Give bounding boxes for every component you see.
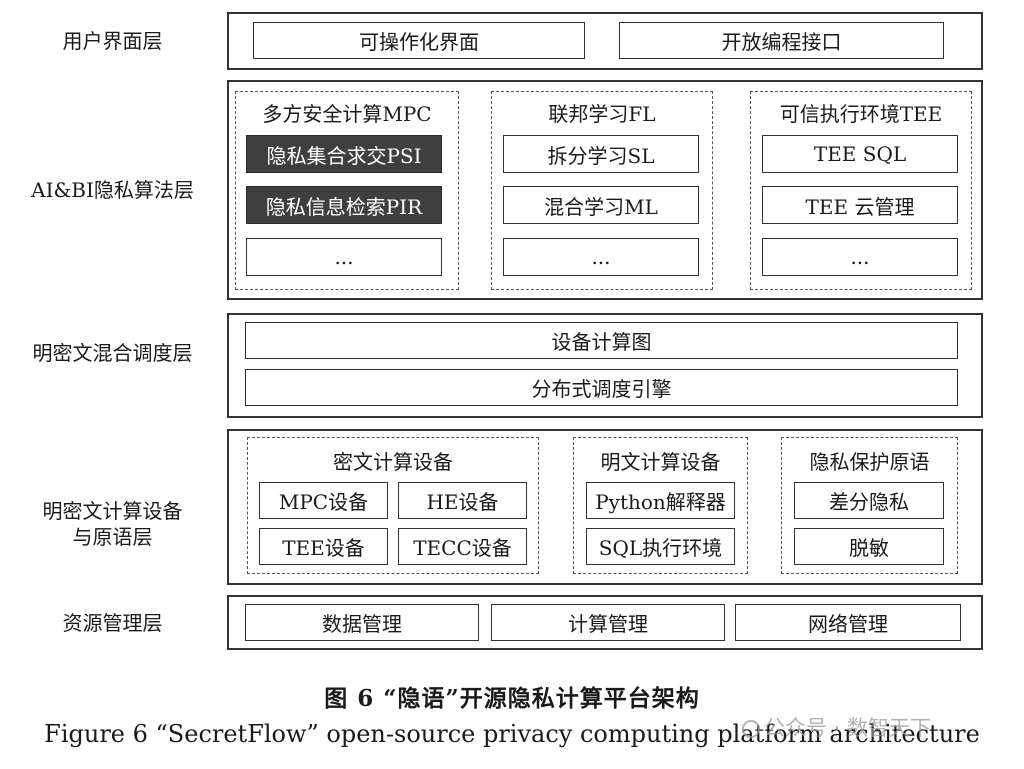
tee-more-box: ... [762,238,958,276]
watermark: 公众号 · 数智天下 [742,712,931,742]
layer-label-device: 明密文计算设备 与原语层 [42,499,183,549]
group-fl [491,91,713,290]
tecc-device-box: TECC设备 [398,528,527,565]
group-tee-title: 可信执行环境TEE [779,102,943,126]
data-management-box: 数据管理 [245,604,479,641]
python-interpreter-box: Python解释器 [586,482,735,519]
layer-label-resource: 资源管理层 [62,611,163,635]
distributed-scheduler-box: 分布式调度引擎 [245,369,958,406]
split-learning-box: 拆分学习SL [503,135,699,173]
watermark-text: 公众号 · 数智天下 [764,716,932,740]
he-device-box: HE设备 [398,482,527,519]
mpc-more-box: ... [246,238,442,276]
wechat-icon [742,720,760,738]
group-tee [750,91,972,290]
caption-english: Figure 6 “SecretFlow” open-source privac… [44,720,980,748]
group-privacy-primitives [781,437,958,574]
caption-chinese: 图 6 “隐语”开源隐私计算平台架构 [324,685,700,712]
network-management-box: 网络管理 [735,604,961,641]
layer-label-ui: 用户界面层 [62,29,163,53]
group-plaintext-devices [573,437,748,574]
open-api-box: 开放编程接口 [619,22,944,59]
fl-more-box: ... [503,238,699,276]
mpc-device-box: MPC设备 [259,482,388,519]
operable-interface-box: 可操作化界面 [253,22,585,59]
device-graph-box: 设备计算图 [245,322,958,359]
sql-environment-box: SQL执行环境 [586,528,735,565]
psi-box: 隐私集合求交PSI [246,135,442,173]
group-primitives-title: 隐私保护原语 [809,450,930,474]
differential-privacy-box: 差分隐私 [794,482,944,519]
group-mpc [235,91,459,290]
group-fl-title: 联邦学习FL [548,102,656,126]
group-ciphertext-title: 密文计算设备 [333,450,453,474]
tee-sql-box: TEE SQL [762,135,958,173]
tee-cloud-box: TEE 云管理 [762,186,958,224]
group-ciphertext-devices [247,437,539,574]
mixed-learning-box: 混合学习ML [503,186,699,224]
group-mpc-title: 多方安全计算MPC [262,102,432,126]
compute-management-box: 计算管理 [491,604,725,641]
layer-label-scheduling: 明密文混合调度层 [32,341,193,365]
desensitization-box: 脱敏 [794,528,944,565]
group-plaintext-title: 明文计算设备 [600,450,721,474]
layer-label-algorithm: AI&BI隐私算法层 [31,178,194,202]
pir-box: 隐私信息检索PIR [246,186,442,224]
tee-device-box: TEE设备 [259,528,388,565]
